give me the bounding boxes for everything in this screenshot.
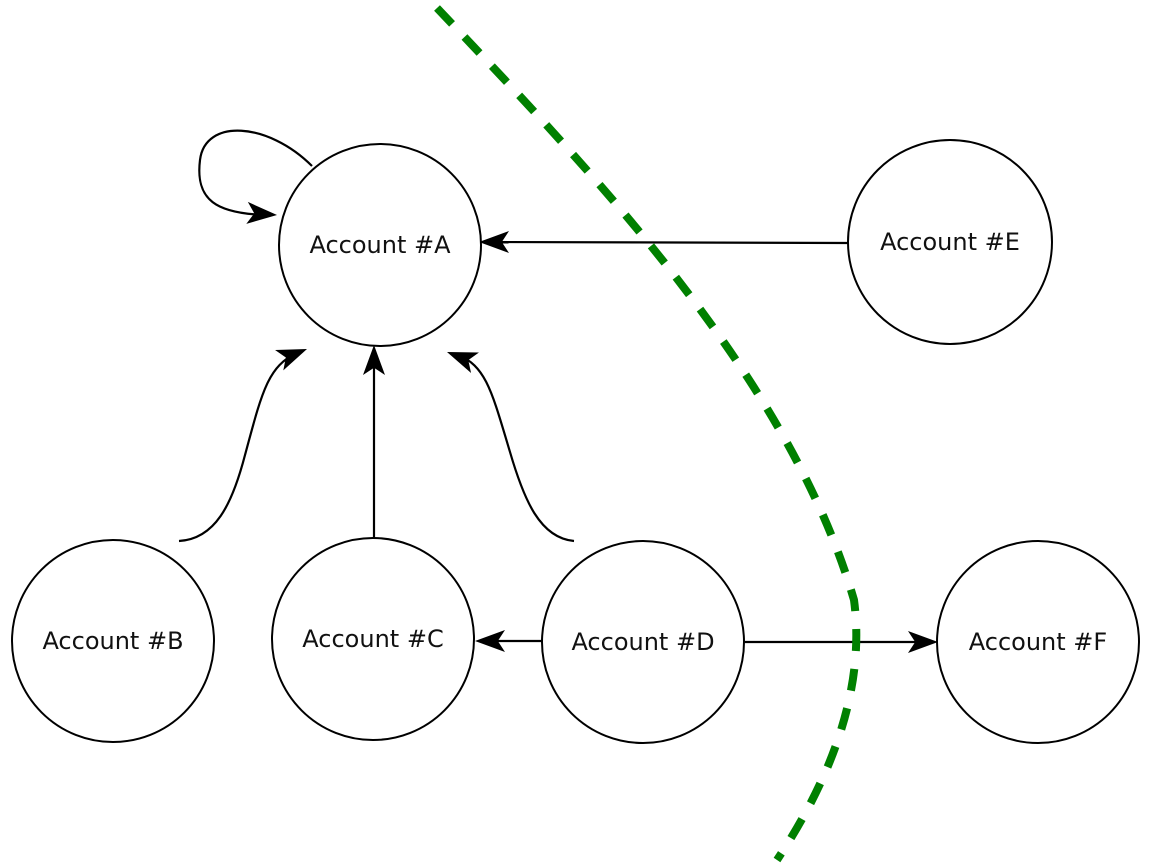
node-circle-e (847, 139, 1053, 345)
arrow-head-d-a (447, 352, 479, 374)
node-circle-c (271, 537, 475, 741)
arrow-head-b-a (275, 349, 307, 371)
node-circle-f (936, 540, 1140, 744)
node-account-e[interactable]: Account #E (847, 139, 1053, 345)
edge-c-to-a[interactable] (363, 345, 385, 540)
edge-layer (178, 129, 938, 653)
node-circle-b (11, 539, 215, 743)
edge-d-to-f[interactable] (745, 631, 938, 653)
edge-d-to-c[interactable] (475, 630, 543, 652)
node-account-f[interactable]: Account #F (936, 540, 1140, 744)
node-account-a[interactable]: Account #A (278, 143, 482, 347)
edge-e-to-a[interactable] (479, 231, 849, 253)
edge-path-e-a (489, 240, 849, 245)
arrow-head-d-f (908, 631, 938, 653)
node-circle-a (278, 143, 482, 347)
edge-path-d-a (457, 353, 575, 543)
edge-b-to-a[interactable] (178, 339, 311, 543)
boundary-layer (434, 5, 861, 863)
edge-path-b-a (178, 351, 298, 543)
arrow-head-d-c (475, 630, 505, 652)
node-account-c[interactable]: Account #C (271, 537, 475, 741)
trust-boundary-dashed-line (434, 5, 861, 863)
edge-d-to-a[interactable] (443, 342, 575, 543)
node-circle-d (541, 540, 745, 744)
node-layer: Account #A Account #B Account #C Account… (11, 139, 1140, 744)
edge-self-loop-a-a[interactable] (198, 129, 313, 226)
node-account-d[interactable]: Account #D (541, 540, 745, 744)
arrow-head-a-a (246, 201, 277, 224)
arrow-head-c-a (363, 345, 385, 375)
edge-path-a-a (198, 129, 313, 217)
node-account-b[interactable]: Account #B (11, 539, 215, 743)
arrow-head-e-a (479, 231, 509, 253)
